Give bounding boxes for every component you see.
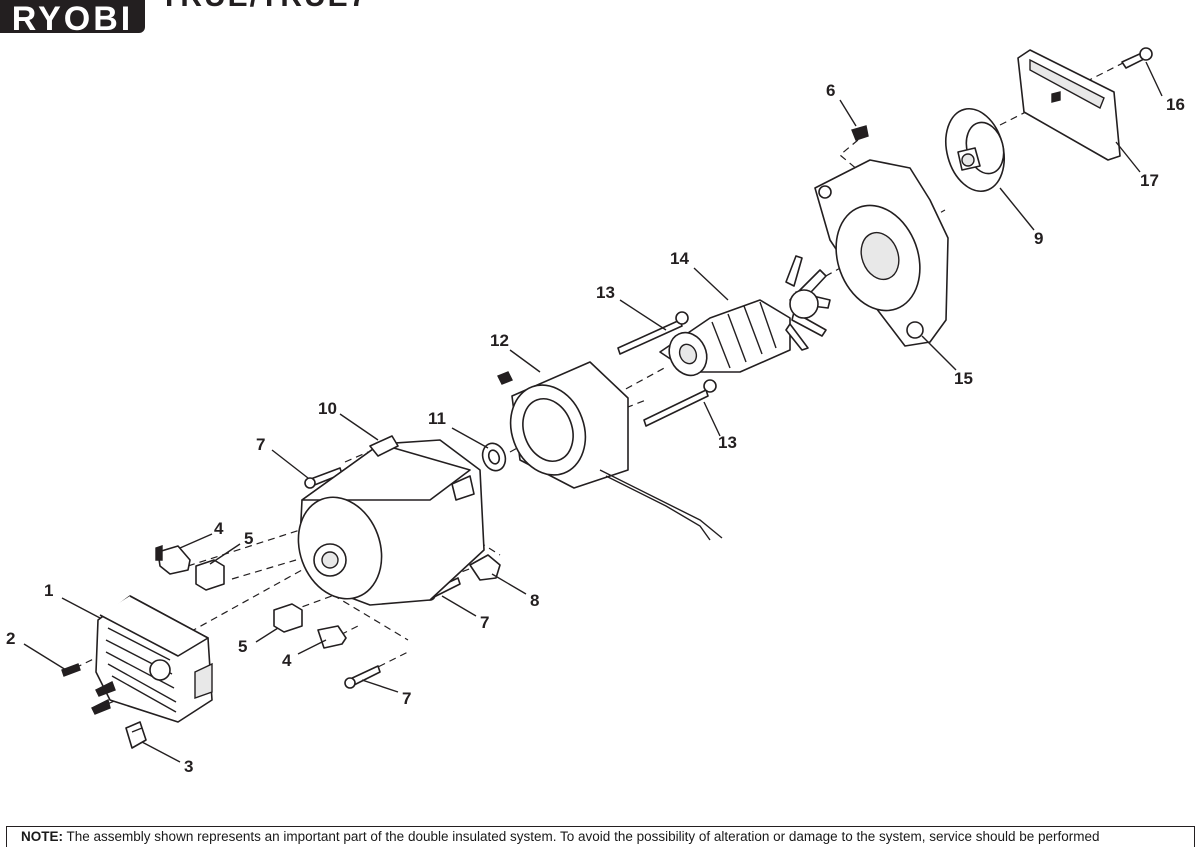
callout-7-lower: 7 <box>402 689 411 708</box>
model-title: TRUE/TRUE7 <box>160 0 368 14</box>
callout-4-upper: 4 <box>214 519 224 538</box>
note-label: NOTE: <box>21 829 63 844</box>
part-motor-housing <box>297 435 485 606</box>
part-cap-screws <box>61 663 116 715</box>
part-screw-6 <box>851 125 869 141</box>
callout-5-upper: 5 <box>244 529 253 548</box>
callout-15: 15 <box>954 369 973 388</box>
callout-1: 1 <box>44 581 53 600</box>
callout-17: 17 <box>1140 171 1159 190</box>
callout-10: 10 <box>318 399 337 418</box>
callout-6: 6 <box>826 81 835 100</box>
part-through-bolts <box>617 311 717 427</box>
callout-13-lower: 13 <box>718 433 737 452</box>
callout-9: 9 <box>1034 229 1043 248</box>
part-washer <box>481 442 507 472</box>
part-gear-housing <box>814 159 949 347</box>
callout-11: 11 <box>428 409 446 428</box>
part-field-stator <box>497 361 723 541</box>
callout-12: 12 <box>490 331 509 350</box>
callout-numbers: 1 2 3 4 4 5 5 6 7 7 7 8 9 10 11 12 13 13… <box>6 81 1185 776</box>
callout-16: 16 <box>1166 95 1185 114</box>
callout-5-lower: 5 <box>238 637 247 656</box>
callout-13-upper: 13 <box>596 283 615 302</box>
callout-7-middle: 7 <box>480 613 489 632</box>
part-brush-end-cap <box>95 595 213 723</box>
part-brush-holders <box>155 545 347 649</box>
callout-8: 8 <box>530 591 539 610</box>
exploded-parts-diagram: 1 2 3 4 4 5 5 6 7 7 7 8 9 10 11 12 13 13… <box>6 47 1185 776</box>
callout-2: 2 <box>6 629 15 648</box>
callout-leader-lines <box>23 61 1163 763</box>
part-nut <box>125 721 147 749</box>
part-screw-16 <box>1121 47 1153 69</box>
service-note: NOTE: The assembly shown represents an i… <box>6 826 1195 847</box>
part-bearing-plate <box>945 107 1005 193</box>
callout-7-upper: 7 <box>256 435 265 454</box>
callout-4-lower: 4 <box>282 651 292 670</box>
note-text: The assembly shown represents an importa… <box>66 829 1100 844</box>
callout-14: 14 <box>670 249 689 268</box>
part-armature <box>659 255 831 377</box>
callout-3: 3 <box>184 757 193 776</box>
ryobi-logo: RYOBI <box>0 0 145 33</box>
part-cover-plate <box>1017 49 1121 161</box>
